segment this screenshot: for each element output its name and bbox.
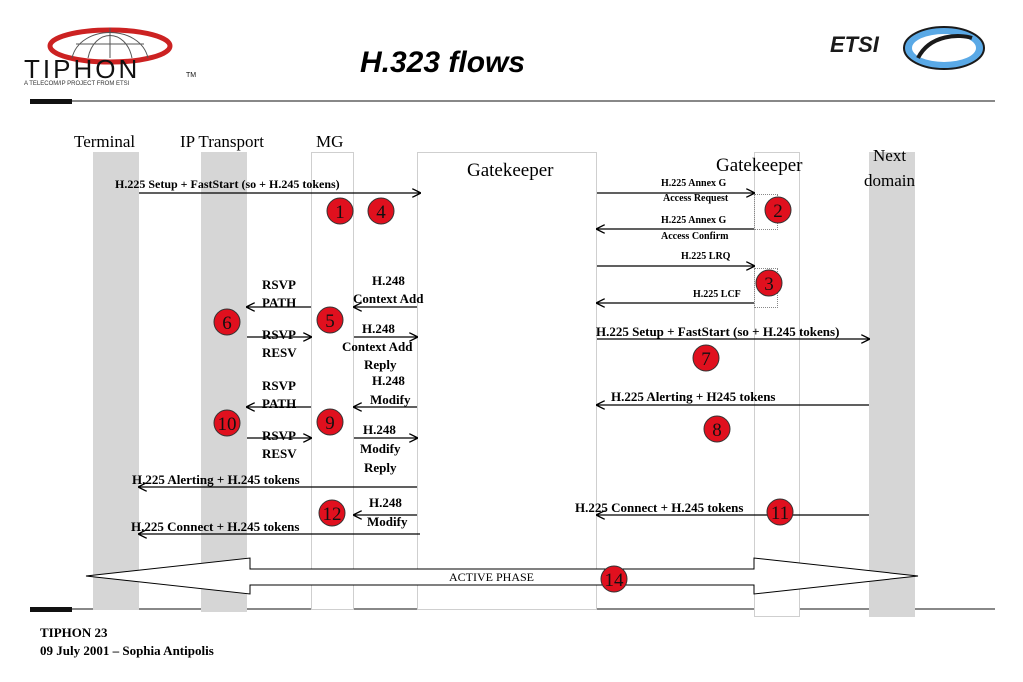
step-marker-6: 6 [213,308,241,336]
active-phase-label: ACTIVE PHASE [449,570,535,584]
msg-h248-addreply-1: H.248 [362,321,395,336]
svg-text:14: 14 [605,570,625,591]
step-marker-12: 12 [318,499,346,527]
lane-label-ip-transport: IP Transport [180,132,264,151]
msg-h248-modreply-3: Reply [364,460,397,475]
msg-alerting-in: H.225 Alerting + H245 tokens [611,389,776,404]
msg-h248-addreply-3: Reply [364,357,397,372]
msg-connect-out: H.225 Connect + H.245 tokens [131,519,300,534]
svg-text:9: 9 [325,413,335,434]
step-marker-11: 11 [766,498,794,526]
lane-label-gatekeeper-1: Gatekeeper [467,160,554,181]
step-marker-9: 9 [316,408,344,436]
svg-text:11: 11 [771,503,789,524]
msg-rsvp-path-1b: PATH [262,295,297,310]
msg-rsvp-resv-1a: RSVP [262,327,296,342]
lane-label-next-domain-1: Next [873,146,907,165]
step-marker-5: 5 [316,306,344,334]
msg-setup-1: H.225 Setup + FastStart (so + H.245 toke… [115,177,340,191]
svg-text:2: 2 [773,201,783,222]
etsi-logo: ETSI [826,24,996,76]
footer-date-place: 09 July 2001 – Sophia Antipolis [40,643,214,658]
svg-text:3: 3 [764,274,774,295]
tiphon-tagline: A TELECOM/IP PROJECT FROM ETSI [24,81,130,87]
tiphon-logo: TIPHON TM A TELECOM/IP PROJECT FROM ETSI [10,18,210,90]
msg-annex-request-2: Access Request [663,193,729,204]
lane-next-domain [869,152,915,617]
lane-label-gatekeeper-2: Gatekeeper [716,155,803,176]
step-marker-4: 4 [367,197,395,225]
svg-text:1: 1 [335,202,345,223]
msg-rsvp-path-2a: RSVP [262,378,296,393]
msg-h248-mod2-2: Modify [367,514,408,529]
svg-text:4: 4 [376,202,386,223]
svg-text:6: 6 [222,313,232,334]
step-marker-7: 7 [692,344,720,372]
msg-h248-add-1: H.248 [372,273,405,288]
msg-h248-addreply-2: Context Add [342,339,413,354]
msg-lcf: H.225 LCF [693,289,741,300]
svg-text:8: 8 [712,420,722,441]
etsi-swirl-icon [903,26,985,70]
svg-text:7: 7 [701,349,711,370]
msg-h248-modreply-1: H.248 [363,422,396,437]
msg-h248-add-2: Context Add [353,291,424,306]
page-title: H.323 flows [360,46,526,79]
svg-text:12: 12 [323,504,342,525]
msg-setup-2: H.225 Setup + FastStart (so + H.245 toke… [596,324,840,339]
svg-text:5: 5 [325,311,335,332]
msg-rsvp-resv-2a: RSVP [262,428,296,443]
lane-gatekeeper-1 [417,152,597,610]
msg-rsvp-resv-2b: RESV [262,446,297,461]
step-marker-3: 3 [755,269,783,297]
msg-h248-mod2-1: H.248 [369,495,402,510]
msg-lrq: H.225 LRQ [681,251,731,262]
step-marker-14: 14 [600,565,628,593]
msg-annex-confirm-2: Access Confirm [661,231,729,242]
msg-annex-request-1: H.225 Annex G [661,178,727,189]
lane-ip-transport [201,152,247,612]
step-marker-10: 10 [213,409,241,437]
step-marker-1: 1 [326,197,354,225]
msg-connect-in: H.225 Connect + H.245 tokens [575,500,744,515]
lane-label-next-domain-2: domain [864,171,915,190]
msg-alerting-out: H.225 Alerting + H.245 tokens [132,472,300,487]
msg-h248-mod-1: H.248 [372,373,405,388]
footer-event: TIPHON 23 [40,625,108,640]
tiphon-tm: TM [186,72,197,79]
lane-label-mg: MG [316,132,344,151]
etsi-logo-text: ETSI [830,32,879,57]
msg-h248-modreply-2: Modify [360,441,401,456]
lane-terminal [93,152,139,610]
tiphon-globe-icon [47,27,173,65]
lane-label-terminal: Terminal [74,132,136,151]
active-phase-arrow [85,557,919,595]
msg-rsvp-resv-1b: RESV [262,345,297,360]
msg-h248-mod-2: Modify [370,392,411,407]
msg-rsvp-path-1a: RSVP [262,277,296,292]
msg-annex-confirm-1: H.225 Annex G [661,215,727,226]
step-marker-2: 2 [764,196,792,224]
tiphon-logo-text: TIPHON [24,54,141,84]
svg-text:10: 10 [218,414,237,435]
step-marker-8: 8 [703,415,731,443]
msg-rsvp-path-2b: PATH [262,396,297,411]
